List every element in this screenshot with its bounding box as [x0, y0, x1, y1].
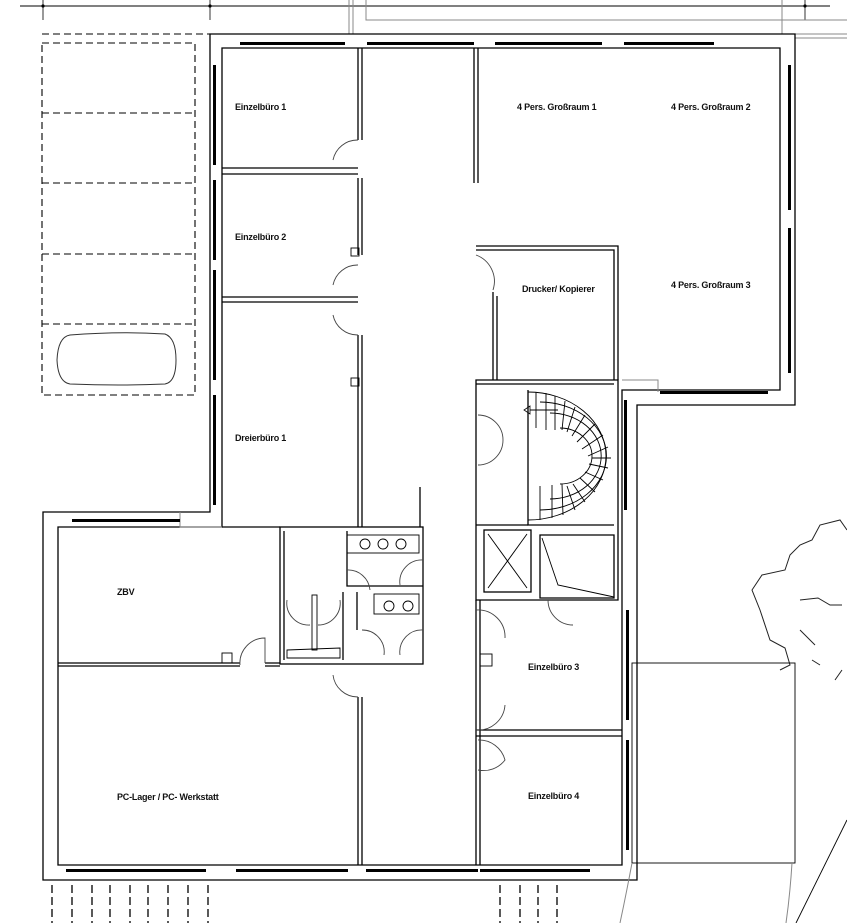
room-label-grossraum-2: 4 Pers. Großraum 2: [671, 102, 751, 112]
tree-icon: [751, 519, 847, 681]
room-label-dreierbuero-1: Dreierbüro 1: [235, 433, 287, 443]
interior-walls: [58, 48, 622, 865]
outdoor-area: [619, 662, 847, 923]
room-label-grossraum-1: 4 Pers. Großraum 1: [517, 102, 597, 112]
windows: [66, 42, 791, 872]
room-label-einzelbuero-3: Einzelbüro 3: [528, 662, 580, 672]
dimension-line: [20, 0, 847, 39]
parking-area: [41, 33, 210, 396]
room-label-pc-lager: PC-Lager / PC- Werkstatt: [117, 792, 219, 802]
room-label-drucker-kopierer: Drucker/ Kopierer: [522, 284, 595, 294]
car-icon: [56, 332, 177, 386]
room-label-einzelbuero-2: Einzelbüro 2: [235, 232, 287, 242]
bicycle-stands: [51, 885, 558, 923]
room-label-zbv: ZBV: [117, 587, 135, 597]
outer-walls: [42, 33, 796, 881]
room-label-einzelbuero-4: Einzelbüro 4: [528, 791, 580, 801]
room-label-einzelbuero-1: Einzelbüro 1: [235, 102, 287, 112]
doors: [239, 139, 574, 771]
room-label-grossraum-3: 4 Pers. Großraum 3: [671, 280, 751, 290]
sinks: [359, 538, 414, 612]
spiral-staircase-icon: [523, 391, 611, 521]
